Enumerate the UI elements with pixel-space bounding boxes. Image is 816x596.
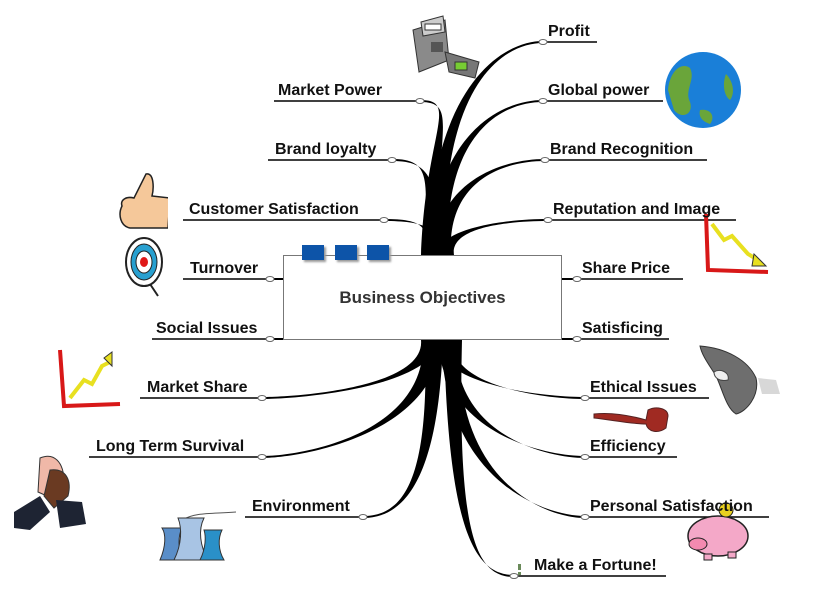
collapse-node-handle[interactable]	[509, 573, 519, 579]
topic-turnover[interactable]: Turnover	[190, 260, 259, 277]
topic-market-power[interactable]: Market Power	[278, 82, 383, 99]
topic-social-issues[interactable]: Social Issues	[156, 320, 258, 337]
topic-satisficing[interactable]: Satisficing	[582, 320, 663, 337]
collapse-node-handle[interactable]	[387, 157, 397, 163]
topic-tab	[335, 245, 357, 260]
rising-chart-icon	[58, 349, 121, 409]
collapse-node-handle[interactable]	[580, 514, 590, 520]
central-topic-title: Business Objectives	[339, 287, 506, 307]
topic-tab	[302, 245, 324, 260]
handshake-icon	[14, 455, 86, 530]
branch-connector	[436, 219, 548, 255]
collapse-node-handle[interactable]	[580, 454, 590, 460]
collapse-node-handle[interactable]	[265, 276, 275, 282]
topic-environment[interactable]: Environment	[252, 498, 350, 515]
topic-efficiency[interactable]: Efficiency	[590, 438, 666, 455]
topic-make-a-fortune[interactable]: Make a Fortune!	[534, 557, 657, 574]
branch-connector	[262, 340, 439, 399]
branch-connector	[444, 340, 514, 577]
topic-customer-satisfaction[interactable]: Customer Satisfaction	[189, 201, 359, 218]
collapse-node-handle[interactable]	[415, 98, 425, 104]
branch-connector	[262, 340, 441, 458]
collapse-node-handle[interactable]	[358, 514, 368, 520]
collapse-node-handle[interactable]	[540, 157, 550, 163]
topic-brand-loyalty[interactable]: Brand loyalty	[275, 141, 377, 158]
collapse-node-handle[interactable]	[543, 217, 553, 223]
falling-chart-icon	[704, 213, 769, 274]
topic-long-term-survival[interactable]: Long Term Survival	[96, 438, 245, 455]
topic-ethical-issues[interactable]: Ethical Issues	[590, 379, 697, 396]
collapse-node-handle[interactable]	[580, 395, 590, 401]
central-topic[interactable]: Business Objectives	[283, 255, 562, 340]
thumbs-up-icon	[119, 173, 182, 230]
collapse-node-handle[interactable]	[572, 276, 582, 282]
cash-register-icon	[412, 15, 480, 79]
eagle-icon	[699, 345, 780, 415]
collapse-node-handle[interactable]	[379, 217, 389, 223]
collapse-node-handle[interactable]	[572, 336, 582, 342]
topic-tab	[367, 245, 389, 260]
collapse-node-handle[interactable]	[257, 395, 267, 401]
topic-reputation-and-image[interactable]: Reputation and Image	[553, 201, 721, 218]
topic-share-price[interactable]: Share Price	[582, 260, 671, 277]
topic-global-power[interactable]: Global power	[548, 82, 650, 99]
collapse-node-handle[interactable]	[538, 39, 548, 45]
piggy-bank-icon	[687, 502, 749, 561]
collapse-node-handle[interactable]	[538, 98, 548, 104]
pipe-icon	[593, 407, 669, 432]
topic-brand-recognition[interactable]: Brand Recognition	[550, 141, 694, 158]
target-icon	[125, 237, 163, 297]
collapse-node-handle[interactable]	[265, 336, 275, 342]
globe-icon	[665, 52, 741, 128]
topic-personal-satisfaction[interactable]: Personal Satisfaction	[590, 498, 753, 515]
topic-profit[interactable]: Profit	[548, 23, 590, 40]
collapse-node-handle[interactable]	[257, 454, 267, 460]
topic-market-share[interactable]: Market Share	[147, 379, 248, 396]
cooling-towers-icon	[159, 511, 237, 561]
exclamation-icon	[518, 564, 521, 575]
branch-connector	[363, 340, 443, 518]
